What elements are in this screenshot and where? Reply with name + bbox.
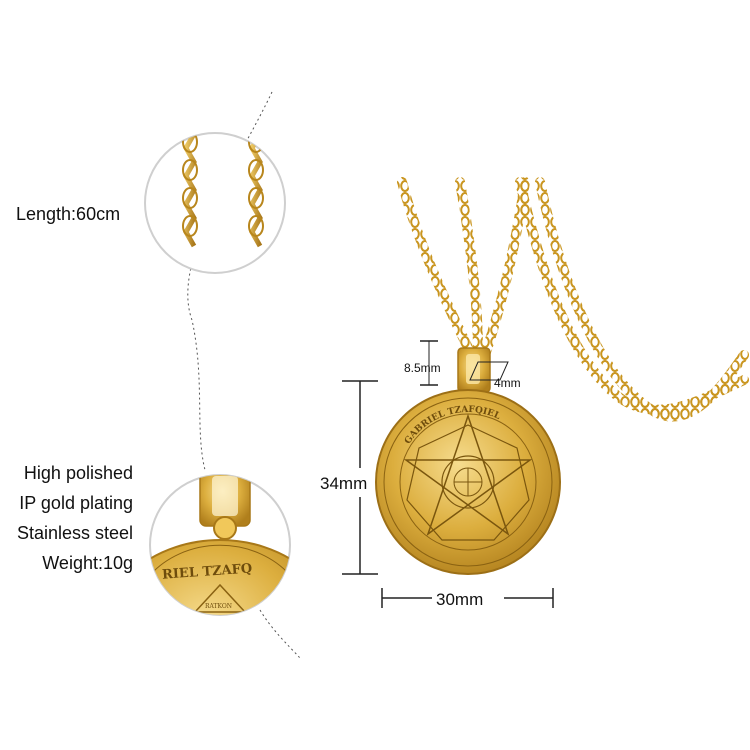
finish-spec-2: IP gold plating — [19, 493, 133, 513]
weight-spec: Weight:10g — [42, 553, 133, 573]
chain-closeup-circle — [144, 132, 286, 274]
length-spec-label: Length:60cm — [16, 204, 121, 224]
pendant-width-dimension: 30mm — [436, 590, 484, 609]
pendant-height-dimension: 34mm — [320, 474, 368, 493]
spec-list: High polished IP gold plating Stainless … — [17, 462, 133, 582]
finish-spec-1: High polished — [23, 463, 133, 483]
main-pendant — [375, 389, 561, 575]
closeup-engraving-text: RIEL TZAFQ — [162, 561, 253, 582]
main-chain — [397, 177, 749, 422]
bail-width-dimension: 4mm — [494, 376, 521, 390]
dashed-connector-line-lower — [259, 609, 301, 659]
dimension-lines — [342, 340, 554, 608]
dashed-connector-line — [187, 91, 273, 471]
material-spec: Stainless steel — [16, 523, 133, 543]
bail-height-dimension: 8.5mm — [404, 361, 441, 375]
heptagram-symbol — [403, 413, 533, 536]
closeup-small-engraving: RATKON — [205, 603, 232, 610]
